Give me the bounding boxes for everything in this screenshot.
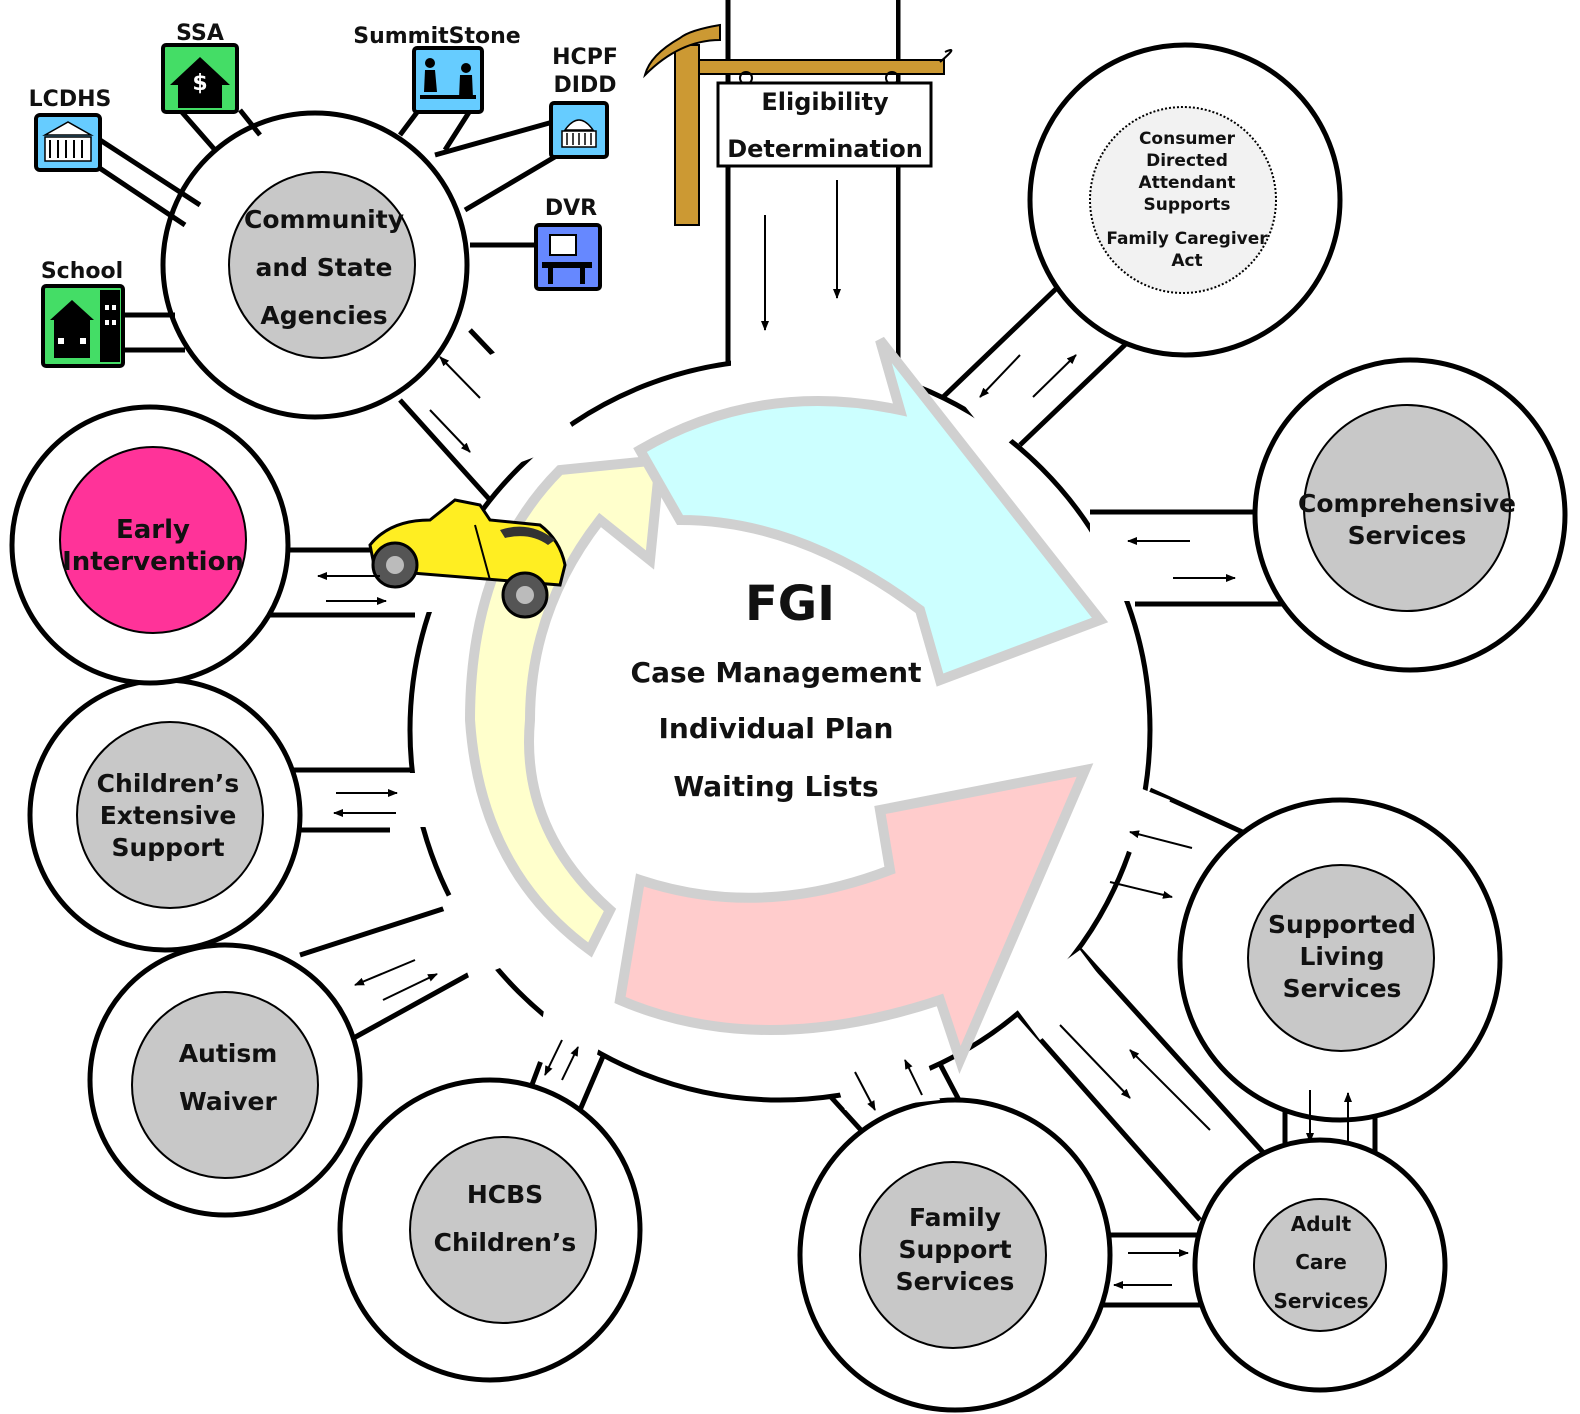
sign-line-determination: Determination	[727, 135, 923, 163]
counseling-icon	[412, 46, 484, 114]
supported-living-label-3: Services	[1283, 974, 1402, 1003]
adult-care-bubble[interactable]	[1253, 1198, 1387, 1332]
agency-ssa[interactable]: SSA $	[161, 21, 239, 114]
community-agencies-node[interactable]: Community and State Agencies	[228, 171, 416, 359]
childrens-extensive-label-3: Support	[111, 833, 224, 862]
car-icon	[368, 498, 567, 619]
computer-desk-icon	[534, 223, 602, 291]
courthouse-icon	[34, 113, 102, 172]
cdas-label-6: Act	[1171, 251, 1202, 271]
family-support-node[interactable]: Family Support Services	[859, 1161, 1047, 1349]
sign-board	[716, 81, 933, 168]
autism-waiver-bubble[interactable]	[131, 991, 319, 1179]
adult-care-label-2: Care	[1295, 1250, 1347, 1274]
sign-line-eligibility: Eligibility	[761, 88, 889, 116]
hcpf-label: HCPF	[552, 45, 618, 70]
agency-lcdhs[interactable]: LCDHS	[29, 87, 112, 172]
hub-label-1: Community	[244, 205, 404, 234]
summitstone-label: SummitStone	[353, 24, 520, 49]
hcbs-childrens-bubble[interactable]	[409, 1136, 597, 1324]
family-support-bubble[interactable]	[859, 1161, 1047, 1349]
ssa-label: SSA	[176, 21, 224, 46]
capitol-icon	[549, 101, 609, 159]
agency-summitstone[interactable]: SummitStone	[353, 24, 521, 114]
childrens-extensive-label-1: Children’s	[97, 769, 240, 798]
house-dollar-icon: $	[161, 43, 239, 114]
cdas-label-4: Supports	[1144, 195, 1231, 215]
childrens-extensive-label-2: Extensive	[100, 801, 237, 830]
hcbs-label-1: HCBS	[467, 1180, 543, 1209]
signpost-icon	[643, 23, 953, 226]
school-label: School	[41, 259, 123, 284]
childrens-extensive-bubble[interactable]	[76, 721, 264, 909]
supported-living-node[interactable]: Supported Living Services	[1247, 864, 1435, 1052]
center-line-case-management: Case Management	[631, 656, 922, 689]
adult-care-node[interactable]: Adult Care Services	[1253, 1198, 1387, 1332]
agency-school[interactable]: School	[41, 259, 125, 368]
comprehensive-bubble[interactable]	[1303, 404, 1511, 612]
family-support-label-2: Support	[898, 1235, 1011, 1264]
lcdhs-label: LCDHS	[29, 87, 112, 112]
didd-label: DIDD	[554, 73, 617, 98]
adult-care-label-1: Adult	[1291, 1212, 1352, 1236]
comprehensive-node[interactable]: Comprehensive Services	[1298, 404, 1516, 612]
eligibility-sign[interactable]: Eligibility Determination	[643, 23, 953, 226]
svg-text:$: $	[192, 71, 207, 96]
hub-label-2: and State	[256, 253, 393, 282]
cdas-bubble[interactable]	[1089, 106, 1277, 294]
hub-label-3: Agencies	[260, 301, 387, 330]
early-intervention-node[interactable]: Early Intervention	[59, 446, 247, 634]
hcbs-childrens-node[interactable]: HCBS Children’s	[409, 1136, 597, 1324]
autism-waiver-label-2: Waiver	[179, 1087, 277, 1116]
center-title: FGI	[745, 576, 835, 632]
supported-living-label-2: Living	[1299, 942, 1384, 971]
autism-waiver-node[interactable]: Autism Waiver	[131, 991, 319, 1179]
childrens-extensive-node[interactable]: Children’s Extensive Support	[76, 721, 264, 909]
supported-living-label-1: Supported	[1268, 910, 1416, 939]
adult-care-label-3: Services	[1273, 1289, 1368, 1313]
family-support-label-1: Family	[909, 1203, 1001, 1232]
dvr-label: DVR	[545, 196, 597, 221]
early-intervention-bubble[interactable]	[59, 446, 247, 634]
supported-living-bubble[interactable]	[1247, 864, 1435, 1052]
cdas-label-1: Consumer	[1139, 129, 1236, 149]
cdas-label-3: Attendant	[1139, 173, 1236, 193]
cdas-label-2: Directed	[1146, 151, 1228, 171]
center-line-individual-plan: Individual Plan	[658, 712, 893, 745]
autism-waiver-label-1: Autism	[179, 1039, 278, 1068]
agency-hcpf-didd[interactable]: HCPF DIDD	[549, 45, 618, 159]
comprehensive-label-2: Services	[1348, 521, 1467, 550]
comprehensive-label-1: Comprehensive	[1298, 489, 1516, 518]
early-intervention-label-1: Early	[116, 515, 190, 545]
flow-arrows	[317, 180, 1352, 1289]
hcbs-label-2: Children’s	[434, 1228, 577, 1257]
community-agencies-bubble[interactable]	[228, 171, 416, 359]
cdas-node[interactable]: Consumer Directed Attendant Supports Fam…	[1089, 106, 1277, 294]
family-support-label-3: Services	[896, 1267, 1015, 1296]
school-icon	[41, 284, 125, 368]
agency-dvr[interactable]: DVR	[534, 196, 602, 291]
center-line-waiting-lists: Waiting Lists	[673, 770, 878, 803]
early-intervention-label-2: Intervention	[62, 547, 244, 577]
cdas-label-5: Family Caregiver	[1106, 229, 1268, 249]
